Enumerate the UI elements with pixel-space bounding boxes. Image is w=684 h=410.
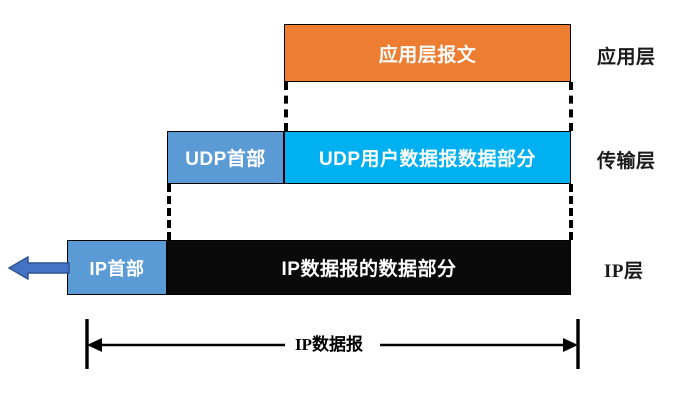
block-ip-data-label: IP数据报的数据部分 [281, 259, 457, 280]
block-udp-header-label: UDP首部 [185, 149, 266, 170]
measurement-bar-ip-datagram [85, 319, 580, 369]
layer-label-ip: IP层 [604, 261, 644, 282]
block-udp-data-label: UDP用户数据报数据部分 [318, 149, 537, 170]
block-ip-header: IP首部 [67, 240, 167, 295]
connector-transport-left-dashed [167, 184, 171, 240]
measurement-label-ip-datagram: IP数据报 [288, 330, 370, 355]
block-udp-header: UDP首部 [167, 131, 284, 184]
connector-app-left-dashed [284, 82, 288, 131]
block-ip-header-label: IP首部 [89, 258, 145, 279]
block-application-message: 应用层报文 [284, 24, 571, 82]
block-application-message-label: 应用层报文 [378, 44, 477, 66]
connector-transport-right-dashed [569, 184, 573, 240]
layer-label-application: 应用层 [597, 47, 656, 68]
transmit-arrow-icon [8, 255, 70, 281]
layer-label-transport: 传输层 [597, 151, 656, 172]
connector-app-right-dashed [569, 82, 573, 131]
block-udp-data: UDP用户数据报数据部分 [284, 131, 571, 184]
block-ip-data: IP数据报的数据部分 [167, 240, 571, 295]
